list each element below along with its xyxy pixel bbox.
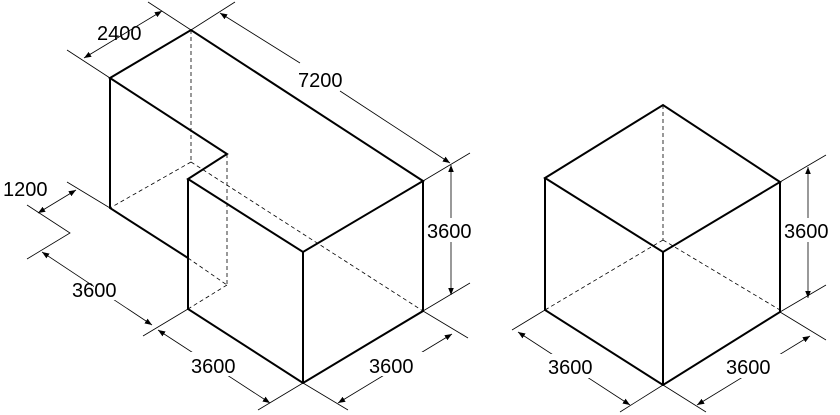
dim-7200-label: 7200 xyxy=(298,70,343,92)
dim-bottom-left-label: 3600 xyxy=(191,356,236,378)
visible-edges xyxy=(543,103,782,387)
cube-dim-bottom-right-label: 3600 xyxy=(726,357,771,379)
cube-dim-height-label: 3600 xyxy=(784,221,829,243)
cube-dim-bottom-left-label: 3600 xyxy=(548,357,593,379)
label-bg xyxy=(188,352,250,376)
label-bg xyxy=(724,354,786,378)
dim-bottom-right-label: 3600 xyxy=(369,356,414,378)
label-bg xyxy=(366,352,428,376)
label-bg xyxy=(427,218,483,242)
dim-height-label: 3600 xyxy=(427,221,472,243)
cube: 3600 3600 3600 xyxy=(511,103,840,413)
label-bg xyxy=(94,276,156,300)
dim-2400-label: 2400 xyxy=(97,23,142,45)
l-shaped-block: 2400 7200 3600 1200 3600 3600 3600 xyxy=(3,1,483,411)
hidden-edges xyxy=(544,105,781,311)
label-bg xyxy=(546,354,608,378)
hidden-edges xyxy=(109,30,424,312)
dim-left-label: 3600 xyxy=(72,280,117,302)
label-bg xyxy=(784,218,840,242)
dim-1200-label: 1200 xyxy=(3,179,48,201)
visible-edges xyxy=(108,28,425,385)
